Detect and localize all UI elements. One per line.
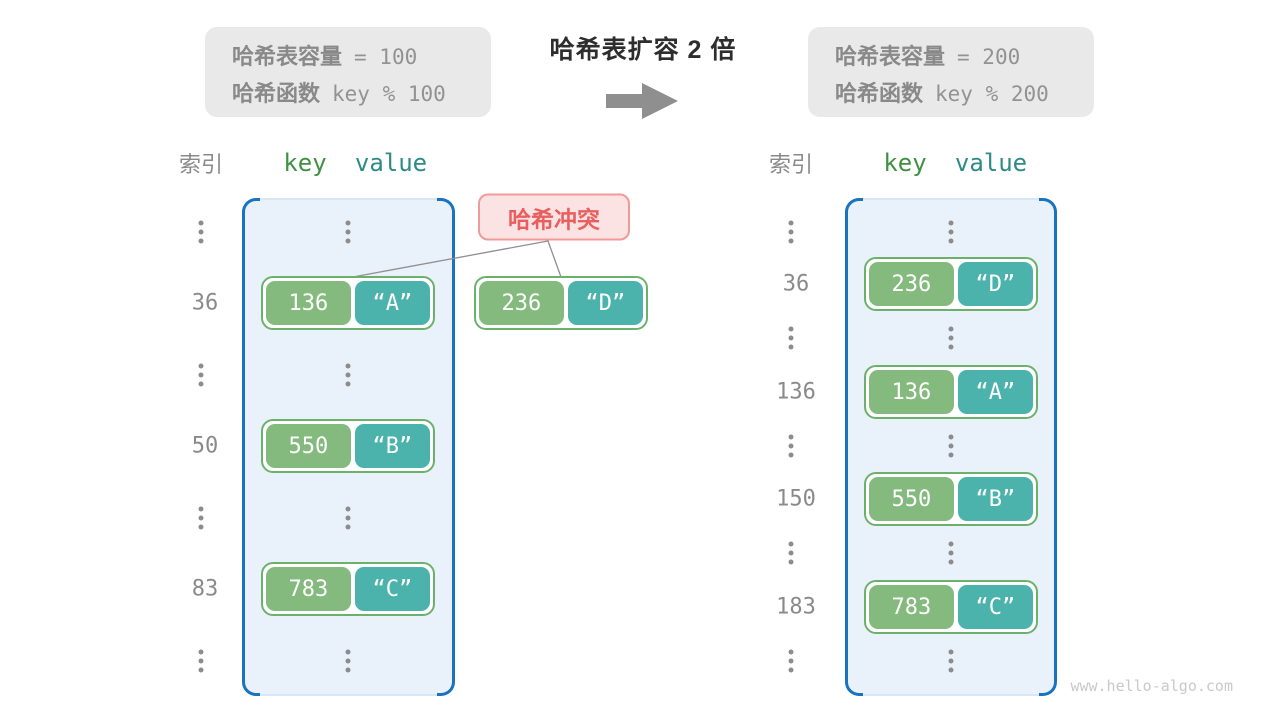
value-box: “D” — [957, 262, 1033, 306]
capacity-box-after: 哈希表容量 = 200 哈希函数 key % 200 — [808, 27, 1094, 117]
key-box: 783 — [266, 567, 351, 611]
ellipsis-icon — [948, 434, 954, 458]
value-box: “A” — [354, 281, 430, 325]
index-label: 183 — [776, 594, 816, 620]
hash-collision-label: 哈希冲突 — [478, 193, 630, 241]
hash-function-label: 哈希函数 — [835, 81, 924, 106]
hash-function-line: 哈希函数 key % 200 — [835, 75, 1094, 112]
kv-pair-550-B: 550 “B” — [864, 472, 1038, 526]
index-label: 36 — [782, 271, 810, 297]
key-box: 136 — [266, 281, 351, 325]
ellipsis-icon — [198, 649, 204, 673]
ellipsis-icon — [198, 506, 204, 530]
right-arrow-icon — [606, 83, 678, 119]
right-value-header: value — [954, 149, 1028, 177]
key-box: 550 — [869, 477, 954, 521]
kv-pair-550-B: 550 “B” — [261, 419, 435, 473]
capacity-line: 哈希表容量 = 100 — [232, 38, 491, 75]
ellipsis-icon — [948, 649, 954, 673]
value-box: “B” — [354, 424, 430, 468]
value-box: “C” — [957, 585, 1033, 629]
ellipsis-icon — [345, 363, 351, 387]
ellipsis-icon — [788, 649, 794, 673]
key-box: 550 — [266, 424, 351, 468]
index-label: 136 — [776, 379, 816, 405]
key-box: 783 — [869, 585, 954, 629]
ellipsis-icon — [198, 363, 204, 387]
left-key-header: key — [283, 149, 327, 177]
ellipsis-icon — [948, 220, 954, 244]
capacity-value: = 200 — [957, 45, 1021, 69]
kv-pair-136-A: 136 “A” — [261, 276, 435, 330]
ellipsis-icon — [788, 220, 794, 244]
hash-function-label: 哈希函数 — [232, 81, 321, 106]
key-box: 236 — [479, 281, 564, 325]
hash-function-value: key % 200 — [935, 82, 1049, 106]
capacity-value: = 100 — [354, 45, 418, 69]
right-bracket-icon — [1039, 198, 1057, 696]
index-label: 83 — [191, 576, 219, 602]
capacity-label: 哈希表容量 — [232, 44, 343, 69]
ellipsis-icon — [345, 649, 351, 673]
key-box: 236 — [869, 262, 954, 306]
ellipsis-icon — [948, 326, 954, 350]
ellipsis-icon — [948, 541, 954, 565]
right-bracket-icon — [437, 198, 455, 696]
value-box: “C” — [354, 567, 430, 611]
hash-function-line: 哈希函数 key % 100 — [232, 75, 491, 112]
kv-pair-236-D: 236 “D” — [474, 276, 648, 330]
ellipsis-icon — [788, 326, 794, 350]
capacity-label: 哈希表容量 — [835, 44, 946, 69]
index-label: 150 — [776, 486, 816, 512]
left-bracket-icon — [845, 198, 863, 696]
key-box: 136 — [869, 370, 954, 414]
capacity-line: 哈希表容量 = 200 — [835, 38, 1094, 75]
capacity-box-before: 哈希表容量 = 100 哈希函数 key % 100 — [205, 27, 491, 117]
kv-pair-236-D: 236 “D” — [864, 257, 1038, 311]
kv-pair-136-A: 136 “A” — [864, 365, 1038, 419]
ellipsis-icon — [788, 434, 794, 458]
left-index-header: 索引 — [178, 152, 224, 177]
index-label: 50 — [191, 433, 219, 459]
ellipsis-icon — [345, 220, 351, 244]
hash-function-value: key % 100 — [332, 82, 446, 106]
right-key-header: key — [883, 149, 927, 177]
ellipsis-icon — [198, 220, 204, 244]
ellipsis-icon — [345, 506, 351, 530]
value-box: “B” — [957, 477, 1033, 521]
ellipsis-icon — [788, 541, 794, 565]
kv-pair-783-C: 783 “C” — [864, 580, 1038, 634]
diagram-title: 哈希表扩容 2 倍 — [549, 36, 737, 64]
value-box: “A” — [957, 370, 1033, 414]
value-box: “D” — [567, 281, 643, 325]
left-bracket-icon — [242, 198, 260, 696]
kv-pair-783-C: 783 “C” — [261, 562, 435, 616]
watermark: www.hello-algo.com — [1070, 677, 1233, 695]
right-index-header: 索引 — [768, 152, 814, 177]
index-label: 36 — [191, 290, 219, 316]
left-value-header: value — [354, 149, 428, 177]
